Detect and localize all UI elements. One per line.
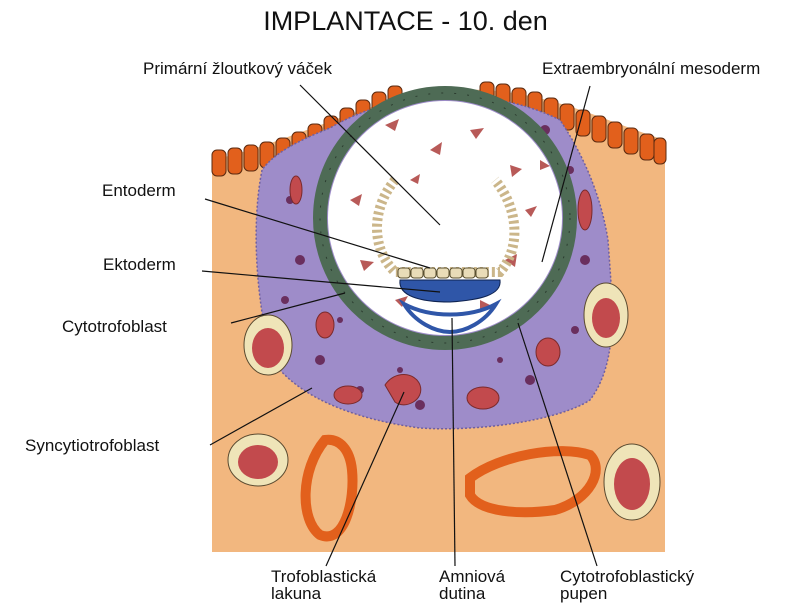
label-cytotrofoblast: Cytotrofoblast: [62, 318, 167, 336]
label-cytotrofoblasticky-pupen-line2: pupen: [560, 585, 607, 603]
label-extraembryonalni-mesoderm: Extraembryonální mesoderm: [542, 60, 760, 78]
entoderm-layer: [398, 268, 488, 278]
label-entoderm: Entoderm: [102, 182, 176, 200]
label-ektoderm: Ektoderm: [103, 256, 176, 274]
label-primarni-zloutkovy-vacek: Primární žloutkový váček: [143, 60, 332, 78]
label-amniova-dutina-line2: dutina: [439, 585, 485, 603]
label-trofoblasticka-lakuna-line2: lakuna: [271, 585, 321, 603]
label-syncytiotrofoblast: Syncytiotrofoblast: [25, 437, 159, 455]
